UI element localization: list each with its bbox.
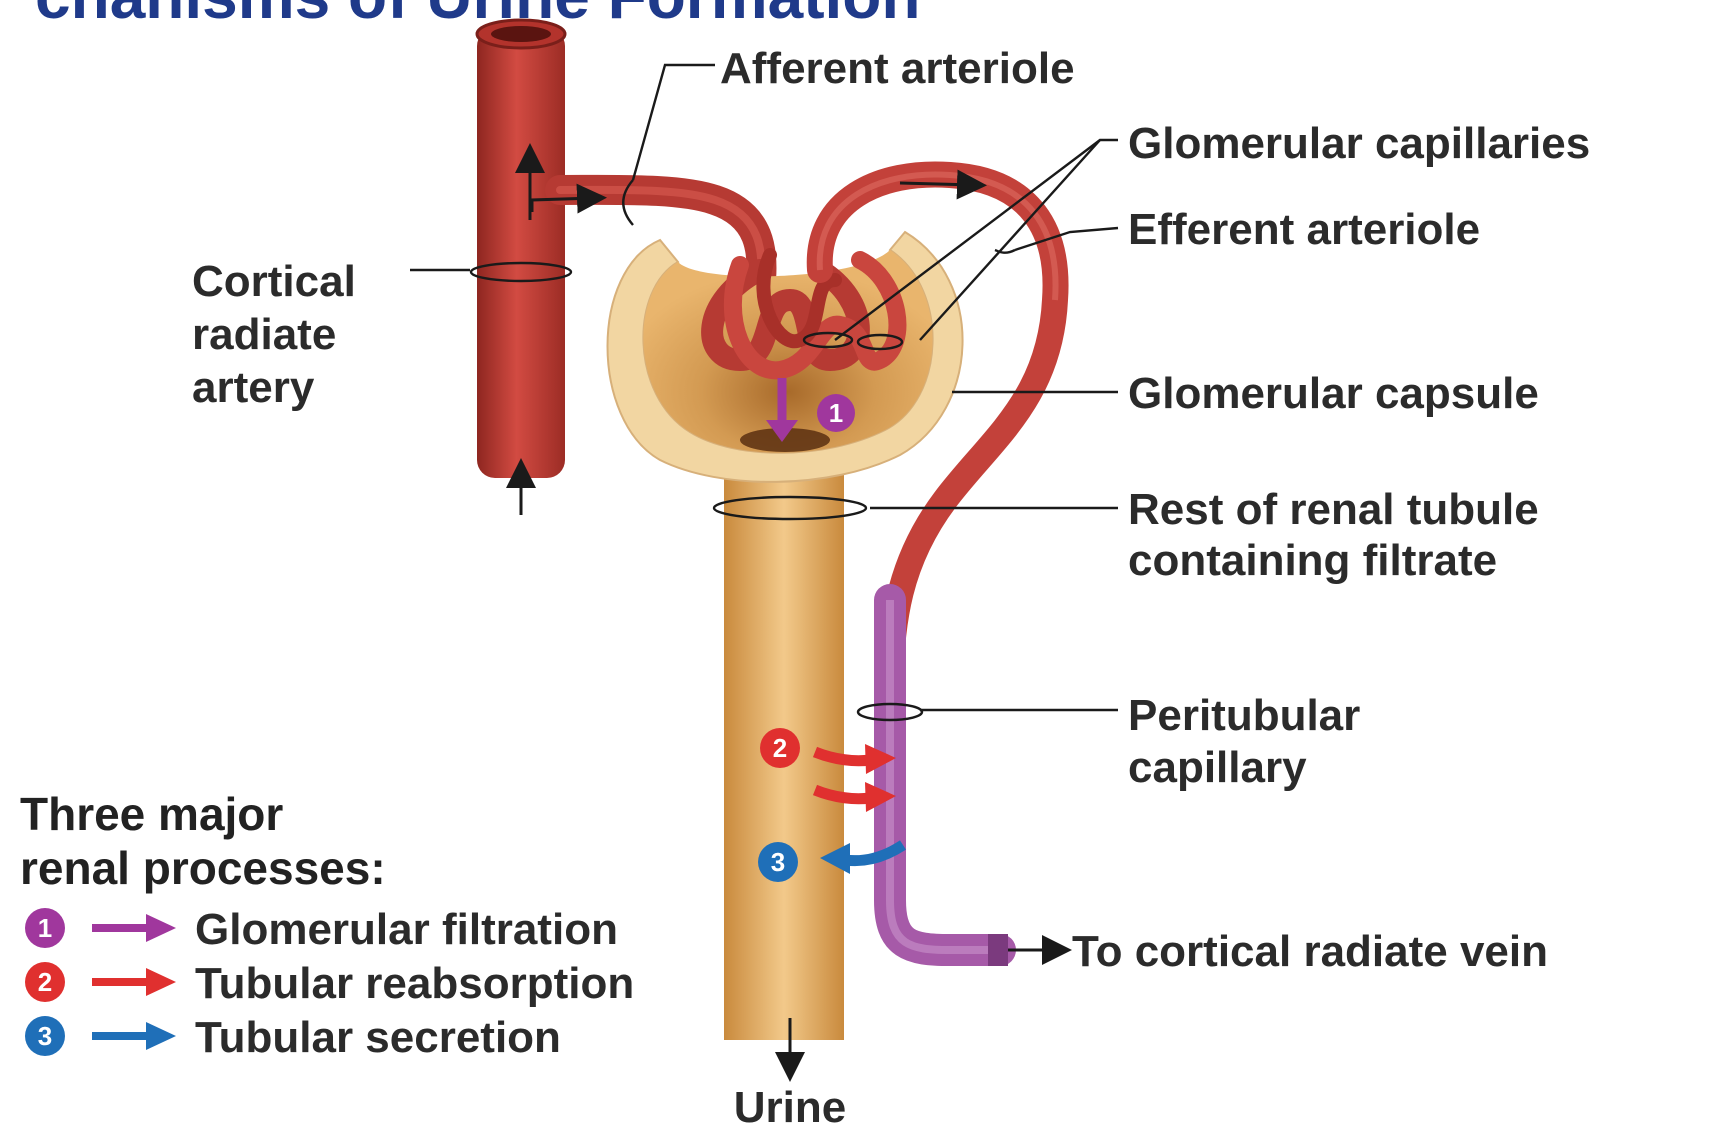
label-glomerular-capillaries: Glomerular capillaries: [1128, 119, 1590, 168]
label-cortical-radiate-artery-line2: radiate: [192, 310, 336, 359]
label-glomerular-capsule: Glomerular capsule: [1128, 369, 1539, 418]
label-cortical-radiate-artery-line1: Cortical: [192, 257, 356, 306]
legend-label-filtration: Glomerular filtration: [195, 905, 618, 954]
legend-item-secretion: 3 Tubular secretion: [25, 1013, 561, 1062]
page-title: chanisms of Urine Formation: [35, 0, 920, 32]
svg-text:3: 3: [38, 1021, 52, 1051]
label-peritubular-capillary-line1: Peritubular: [1128, 691, 1360, 740]
filtration-badge-number: 1: [829, 398, 843, 428]
legend: Three major renal processes: 1 Glomerula…: [20, 788, 634, 1062]
legend-label-reabsorption: Tubular reabsorption: [195, 959, 634, 1008]
label-urine: Urine: [734, 1083, 846, 1129]
glomerular-capsule: [608, 232, 963, 482]
reabsorption-badge-number: 2: [773, 733, 787, 763]
label-rest-of-tubule-line1: Rest of renal tubule: [1128, 485, 1539, 534]
svg-text:1: 1: [38, 913, 52, 943]
legend-item-reabsorption: 2 Tubular reabsorption: [25, 959, 634, 1008]
label-rest-of-tubule-line2: containing filtrate: [1128, 536, 1497, 585]
label-efferent-arteriole: Efferent arteriole: [1128, 205, 1480, 254]
legend-item-filtration: 1 Glomerular filtration: [25, 905, 618, 954]
legend-label-secretion: Tubular secretion: [195, 1013, 561, 1062]
secretion-badge-number: 3: [771, 847, 785, 877]
label-peritubular-capillary-line2: capillary: [1128, 743, 1307, 792]
legend-heading-line1: Three major: [20, 788, 283, 840]
svg-text:2: 2: [38, 967, 52, 997]
label-to-cortical-radiate-vein: To cortical radiate vein: [1072, 927, 1548, 976]
efferent-flow-arrow: [900, 183, 975, 185]
label-cortical-radiate-artery-line3: artery: [192, 363, 315, 412]
cortical-radiate-artery: [477, 20, 565, 478]
legend-heading-line2: renal processes:: [20, 842, 386, 894]
label-afferent-arteriole: Afferent arteriole: [720, 44, 1075, 93]
peritubular-capillary: [890, 600, 1000, 950]
